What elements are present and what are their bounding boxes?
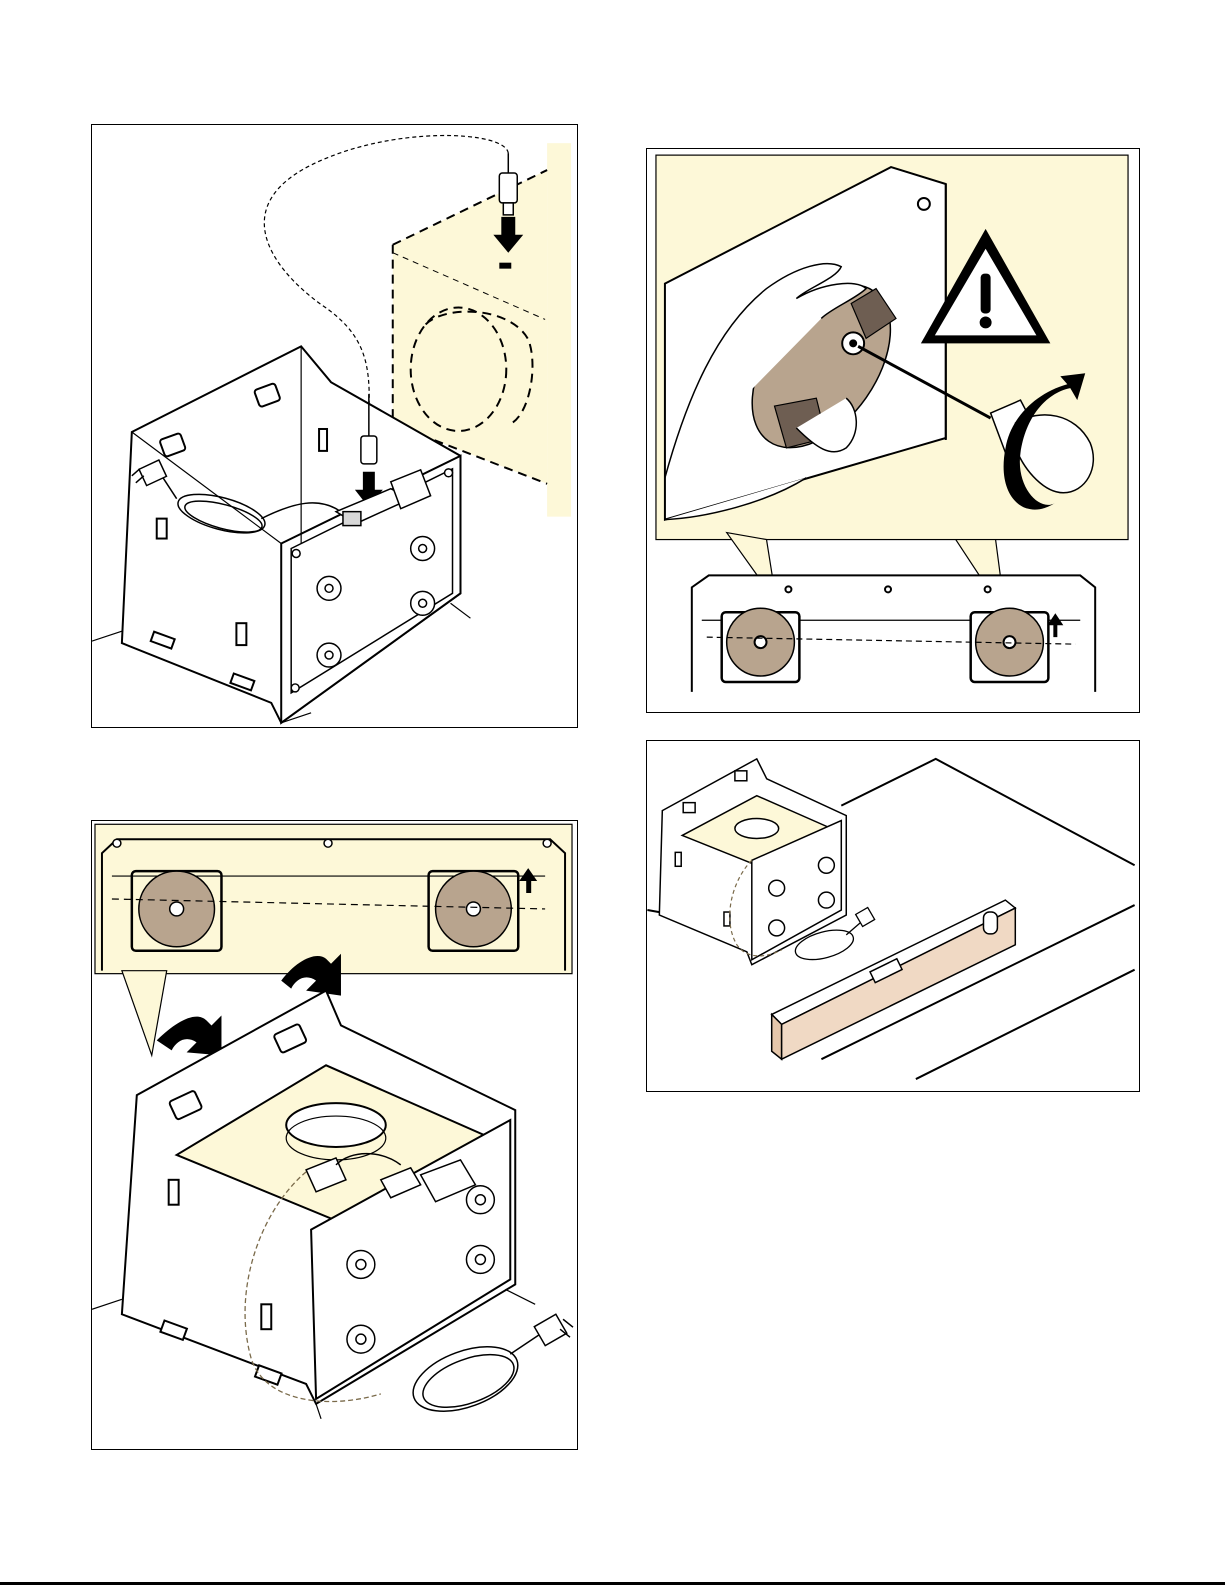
bracket-strip xyxy=(692,575,1095,692)
illustration-panel-hook-housing xyxy=(91,820,578,1450)
check-level-drawing xyxy=(647,741,1139,1091)
connect-cable-drawing xyxy=(92,125,577,727)
down-arrow-icon xyxy=(157,1015,222,1055)
illustration-panel-check-level xyxy=(646,740,1140,1092)
housing-box xyxy=(659,759,846,965)
illustration-panel-connect-cable xyxy=(91,124,578,728)
illustration-panel-adjust-leveling xyxy=(646,148,1140,713)
adjust-leveling-drawing xyxy=(647,149,1139,712)
hook-housing-drawing xyxy=(92,821,577,1449)
